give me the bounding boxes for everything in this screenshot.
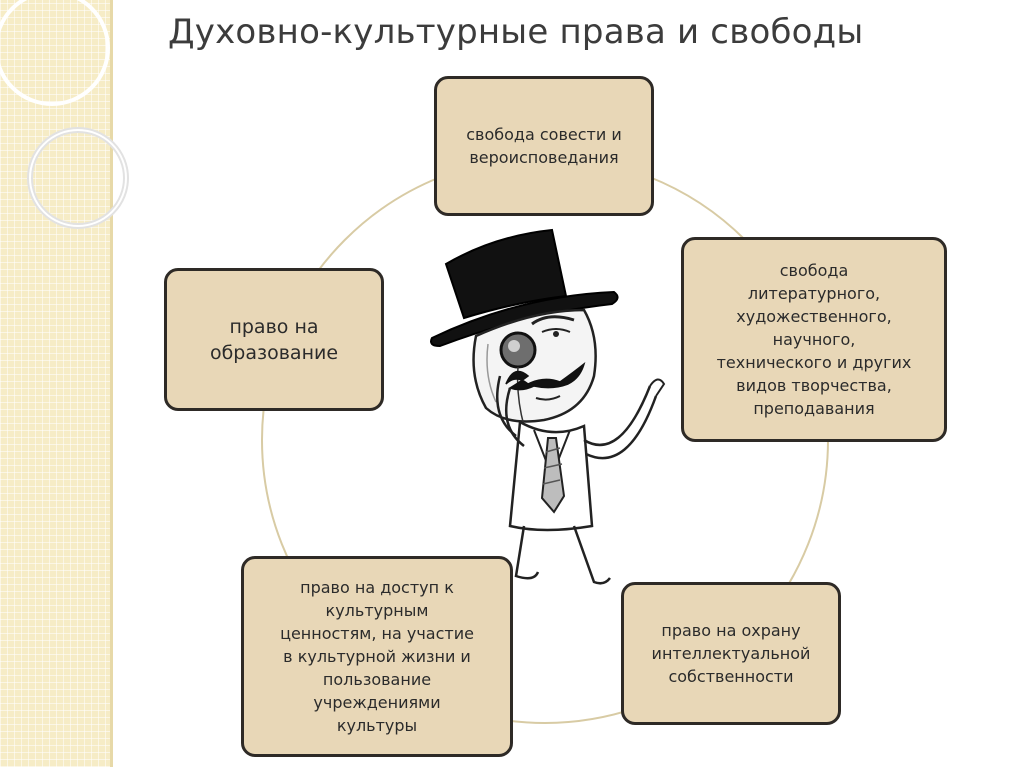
side-pattern-band [0,0,110,767]
right-box-creativity: свобода литературного, художественного, … [681,237,947,442]
side-band-edge [110,0,113,767]
right-label-conscience: свобода совести и вероисповедания [466,125,622,167]
right-label-education: право на образование [209,315,339,364]
right-label-intellectual-property: право на охрану интеллектуальной собстве… [651,621,811,686]
right-label-culture: право на доступ к культурным ценностям, … [280,578,474,735]
right-box-intellectual-property: право на охрану интеллектуальной собстве… [621,582,841,725]
deco-ring-lower-highlight [29,129,127,227]
right-box-conscience: свобода совести и вероисповедания [434,76,654,216]
deco-ring-upper [0,0,110,106]
slide-title: Духовно-культурные права и свободы [168,12,864,52]
right-box-education: право на образование [164,268,384,411]
decorative-rings-icon [0,0,129,229]
right-label-creativity: свобода литературного, художественного, … [716,261,912,418]
monocle-gentleman-icon [430,228,666,585]
right-box-culture: право на доступ к культурным ценностям, … [241,556,513,757]
